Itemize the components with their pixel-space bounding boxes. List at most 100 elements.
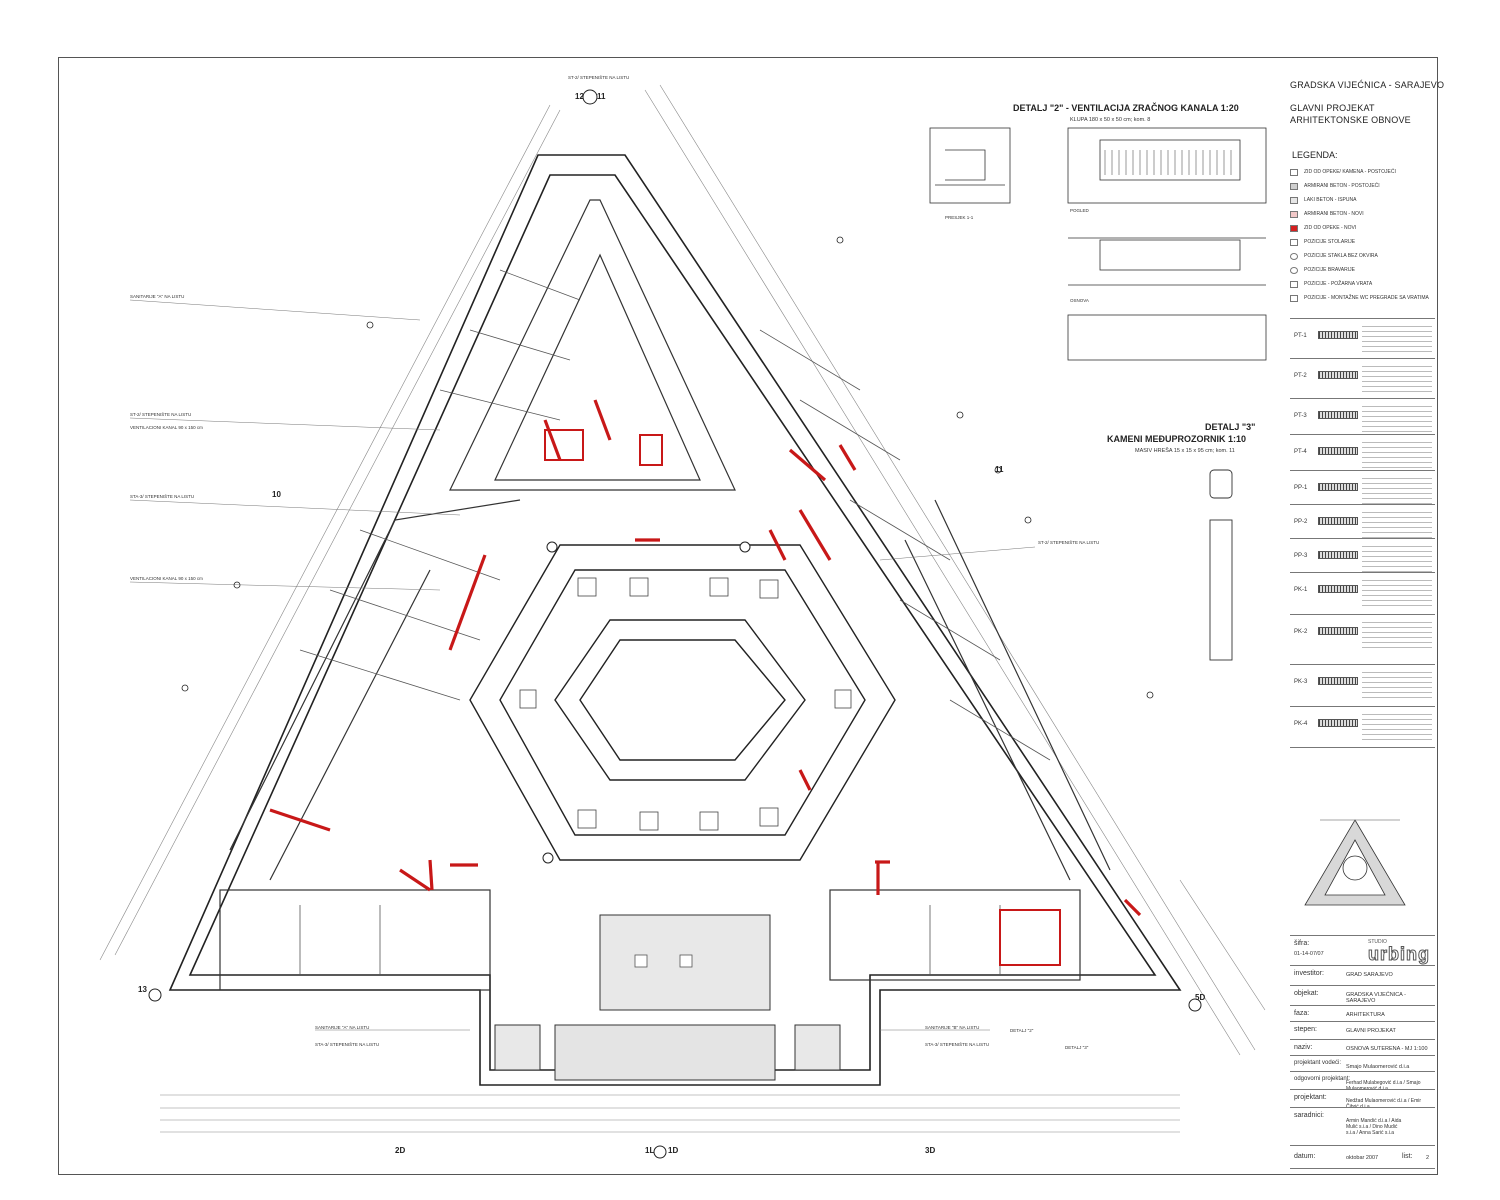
plan-note: VENTILACIONI KANAL 90 x 150 cm xyxy=(130,425,203,430)
legend-symbol-icon xyxy=(1290,252,1298,260)
floor-type-spec xyxy=(1362,618,1432,650)
plan-note: ST-2/ STEPENIŠTE NA LISTU xyxy=(1038,540,1100,545)
legend-symbol-icon xyxy=(1290,294,1298,302)
floor-type-code: PK-2 xyxy=(1294,629,1308,635)
legend-item: ZID OD OPEKE/ KAMENA - POSTOJEĆI xyxy=(1290,166,1396,178)
detail-2-section-label: PRESJEK 1-1 xyxy=(945,215,974,220)
plan-note: DETALJ "3" xyxy=(1065,1045,1089,1050)
floor-type-code: PP-2 xyxy=(1294,519,1308,525)
floor-type-hatch xyxy=(1318,551,1358,559)
title-block-row: projektant:Nedžad Mulaomerović d.i.a / E… xyxy=(1290,1089,1435,1110)
detail-3-spec: MASIV HREŠA 15 x 15 x 95 cm; kom. 11 xyxy=(1135,448,1235,454)
legend-label: POZICIJE STAKLA BEZ OKVIRA xyxy=(1304,253,1378,259)
floor-type-spec xyxy=(1362,322,1432,354)
project-name: GRADSKA VIJEĆNICA - SARAJEVO xyxy=(1290,80,1445,90)
floor-type-spec xyxy=(1362,402,1432,434)
plan-note: SANITARIJE "A" NA LISTU xyxy=(315,1025,370,1030)
floor-type-row: PT-3 xyxy=(1290,398,1435,435)
legend-label: ZID OD OPEKE/ KAMENA - POSTOJEĆI xyxy=(1304,169,1396,175)
legend-label: POZICIJE BRAVARIJE xyxy=(1304,267,1355,273)
floor-type-spec xyxy=(1362,542,1432,574)
floor-type-hatch xyxy=(1318,517,1358,525)
axis-label: 11 xyxy=(597,92,606,101)
legend-item: POZICIJE BRAVARIJE xyxy=(1290,264,1355,276)
datum-value: oktobar 2007 xyxy=(1346,1155,1379,1161)
floor-type-hatch xyxy=(1318,411,1358,419)
tb-row-value: GRADSKA VIJEĆNICA - SARAJEVO xyxy=(1346,992,1406,1004)
plan-note: DETALJ "2" xyxy=(1010,1028,1034,1033)
legend-swatch xyxy=(1290,168,1298,176)
list-value: 2 xyxy=(1426,1155,1430,1161)
tb-row-value: ARHITEKTURA xyxy=(1346,1012,1385,1018)
floor-type-hatch xyxy=(1318,719,1358,727)
floor-type-code: PT-4 xyxy=(1294,449,1307,455)
tb-row-label: faza: xyxy=(1294,1010,1310,1017)
legend-label: POZICIJE STOLARIJE xyxy=(1304,239,1356,245)
legend-item: ARMIRANI BETON - POSTOJEĆI xyxy=(1290,180,1380,192)
detail-2-plan-label: OSNOVA xyxy=(1070,298,1089,303)
floor-type-code: PT-3 xyxy=(1294,413,1307,419)
floor-type-hatch xyxy=(1318,371,1358,379)
legend-label: LAKI BETON - ISPUNA xyxy=(1304,197,1357,203)
floor-type-row: PP-3 xyxy=(1290,538,1435,574)
legend-item: POZICIJE - MONTAŽNE WC PREGRADE SA VRATI… xyxy=(1290,292,1429,304)
floor-type-hatch xyxy=(1318,677,1358,685)
floor-type-code: PP-1 xyxy=(1294,485,1308,491)
title-block-footer: datum: oktobar 2007 list: 2 xyxy=(1290,1145,1435,1169)
project-type-main: GLAVNI PROJEKAT xyxy=(1290,103,1375,113)
floor-type-code: PK-3 xyxy=(1294,679,1308,685)
tb-row-value: Armin Mandić d.i.a / Aida Mulić s.i.a / … xyxy=(1346,1118,1402,1136)
floor-type-spec xyxy=(1362,710,1432,742)
floor-type-row: PP-2 xyxy=(1290,504,1435,540)
legend-label: ZID OD OPEKE - NOVI xyxy=(1304,225,1357,231)
floor-type-row: PK-3 xyxy=(1290,664,1435,707)
tb-row-label: investitor: xyxy=(1294,970,1324,977)
detail-2-view-label: POGLED xyxy=(1070,208,1089,213)
drawing-frame xyxy=(58,57,1438,1175)
axis-label: 1D xyxy=(668,1146,679,1155)
floor-type-spec xyxy=(1362,474,1432,506)
legend-symbol-icon xyxy=(1290,266,1298,274)
sifra-label: šifra: xyxy=(1294,940,1310,947)
axis-label: 1L xyxy=(645,1146,655,1155)
plan-note: STA-3/ STEPENIŠTE NA LISTU xyxy=(925,1042,990,1047)
tb-row-value: Smajo Mulaomerović d.i.a xyxy=(1346,1064,1410,1070)
axis-label: 2D xyxy=(395,1146,406,1155)
floor-type-code: PK-4 xyxy=(1294,721,1308,727)
floor-type-hatch xyxy=(1318,627,1358,635)
title-block-row: objekat: GRADSKA VIJEĆNICA - SARAJEVO xyxy=(1290,985,1435,1006)
plan-note: ST-2/ STEPENIŠTE NA LISTU xyxy=(568,75,630,80)
detail-3-subtitle-main: KAMENI MEĐUPROZORNIK 1:10 xyxy=(1107,434,1247,444)
legend-symbol-icon xyxy=(1290,238,1298,246)
legend-label: ARMIRANI BETON - NOVI xyxy=(1304,211,1364,217)
axis-label: 3D xyxy=(925,1146,936,1155)
floor-type-hatch xyxy=(1318,331,1358,339)
floor-type-code: PK-1 xyxy=(1294,587,1308,593)
legend-item: POZICIJE STAKLA BEZ OKVIRA xyxy=(1290,250,1378,262)
list-label: list: xyxy=(1402,1153,1413,1160)
detail-3-title: DETALJ "3" xyxy=(1205,422,1256,432)
tb-row-value: OSNOVA SUTERENA - MJ 1:100 xyxy=(1346,1046,1428,1052)
axis-label: 11 xyxy=(995,465,1004,474)
project-type-sub: ARHITEKTONSKE OBNOVE xyxy=(1290,115,1411,125)
title-block-row: faza: ARHITEKTURA xyxy=(1290,1005,1435,1022)
plan-note: VENTILACIONI KANAL 90 x 150 cm xyxy=(130,576,203,581)
legend-title: LEGENDA: xyxy=(1292,150,1338,160)
floor-type-code: PP-3 xyxy=(1294,553,1308,559)
tb-row-label: saradnici: xyxy=(1294,1112,1324,1119)
title-block-row: projektant vodeći:Smajo Mulaomerović d.i… xyxy=(1290,1055,1435,1072)
title-block-row: stepen:GLAVNI PROJEKAT xyxy=(1290,1021,1435,1040)
datum-label: datum: xyxy=(1294,1153,1316,1160)
legend-item: POZICIJE - POŽARNA VRATA xyxy=(1290,278,1372,290)
tb-row-value: GRAD SARAJEVO xyxy=(1346,972,1393,978)
tb-row-label: stepen: xyxy=(1294,1026,1317,1033)
floor-type-row: PP-1 xyxy=(1290,470,1435,506)
legend-item: ARMIRANI BETON - NOVI xyxy=(1290,208,1364,220)
tb-row-label: objekat: xyxy=(1294,990,1319,997)
title-block-header: šifra: 01-14-07/07 STUDIO urbing xyxy=(1290,935,1435,966)
floor-type-row: PK-2 xyxy=(1290,614,1435,665)
legend-swatch xyxy=(1290,210,1298,218)
